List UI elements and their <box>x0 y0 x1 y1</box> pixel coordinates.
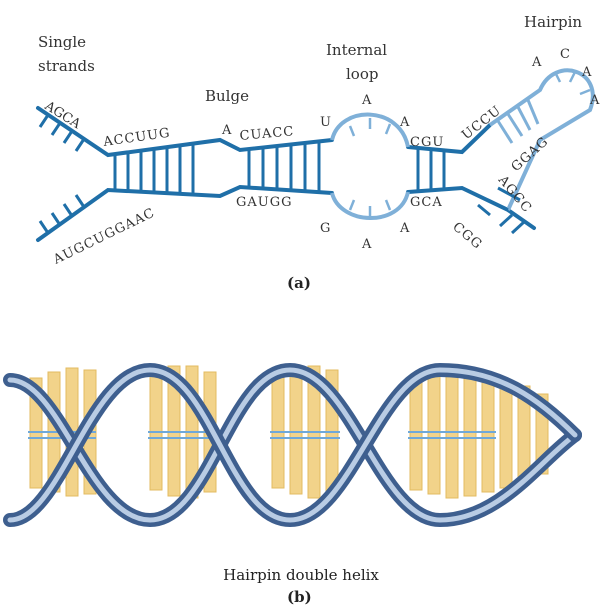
top-strand-right-text: CGU <box>410 135 444 150</box>
bottom-strand-mid-text: GAUGG <box>236 195 293 210</box>
nucleotide-letters: AGCA ACCUUG A CUACC U A A CGU UCCU A C A… <box>41 47 600 268</box>
top-strand-mid2-text: CUACC <box>239 124 295 144</box>
panel-a-label: (a) <box>287 274 311 292</box>
bottom-strand-left-text: AUGCUGGAAC <box>50 205 157 268</box>
loop-top-nt-2: A <box>361 93 372 108</box>
right-bottom-text: AGCC <box>494 172 534 216</box>
loop-top-nt-3: A <box>399 115 410 130</box>
hairpin-loop-nt-4: A <box>589 93 600 108</box>
loop-bottom-nt-1: G <box>320 221 330 236</box>
loop-bottom-nt-2: A <box>361 237 372 252</box>
hairpin-loop-nt-1: A <box>531 55 542 70</box>
hairpin-loop-nt-2: C <box>560 47 570 62</box>
bulge-nucleotide-text: A <box>221 123 232 138</box>
internal-loop <box>332 115 408 218</box>
bottom-strand-right-text: GCA <box>410 195 443 210</box>
hairpin-bottom-text: GGAG <box>509 134 552 175</box>
panel-b-label: (b) <box>287 588 312 606</box>
loop-top-nt-1: U <box>320 115 331 130</box>
loop-bottom-nt-3: A <box>399 221 410 236</box>
helix-hbond-marks <box>28 432 496 438</box>
hairpin-loop-nt-3: A <box>581 65 592 80</box>
panel-b-caption: Hairpin double helix <box>0 566 602 584</box>
right-tail-text: CGG <box>449 220 484 253</box>
